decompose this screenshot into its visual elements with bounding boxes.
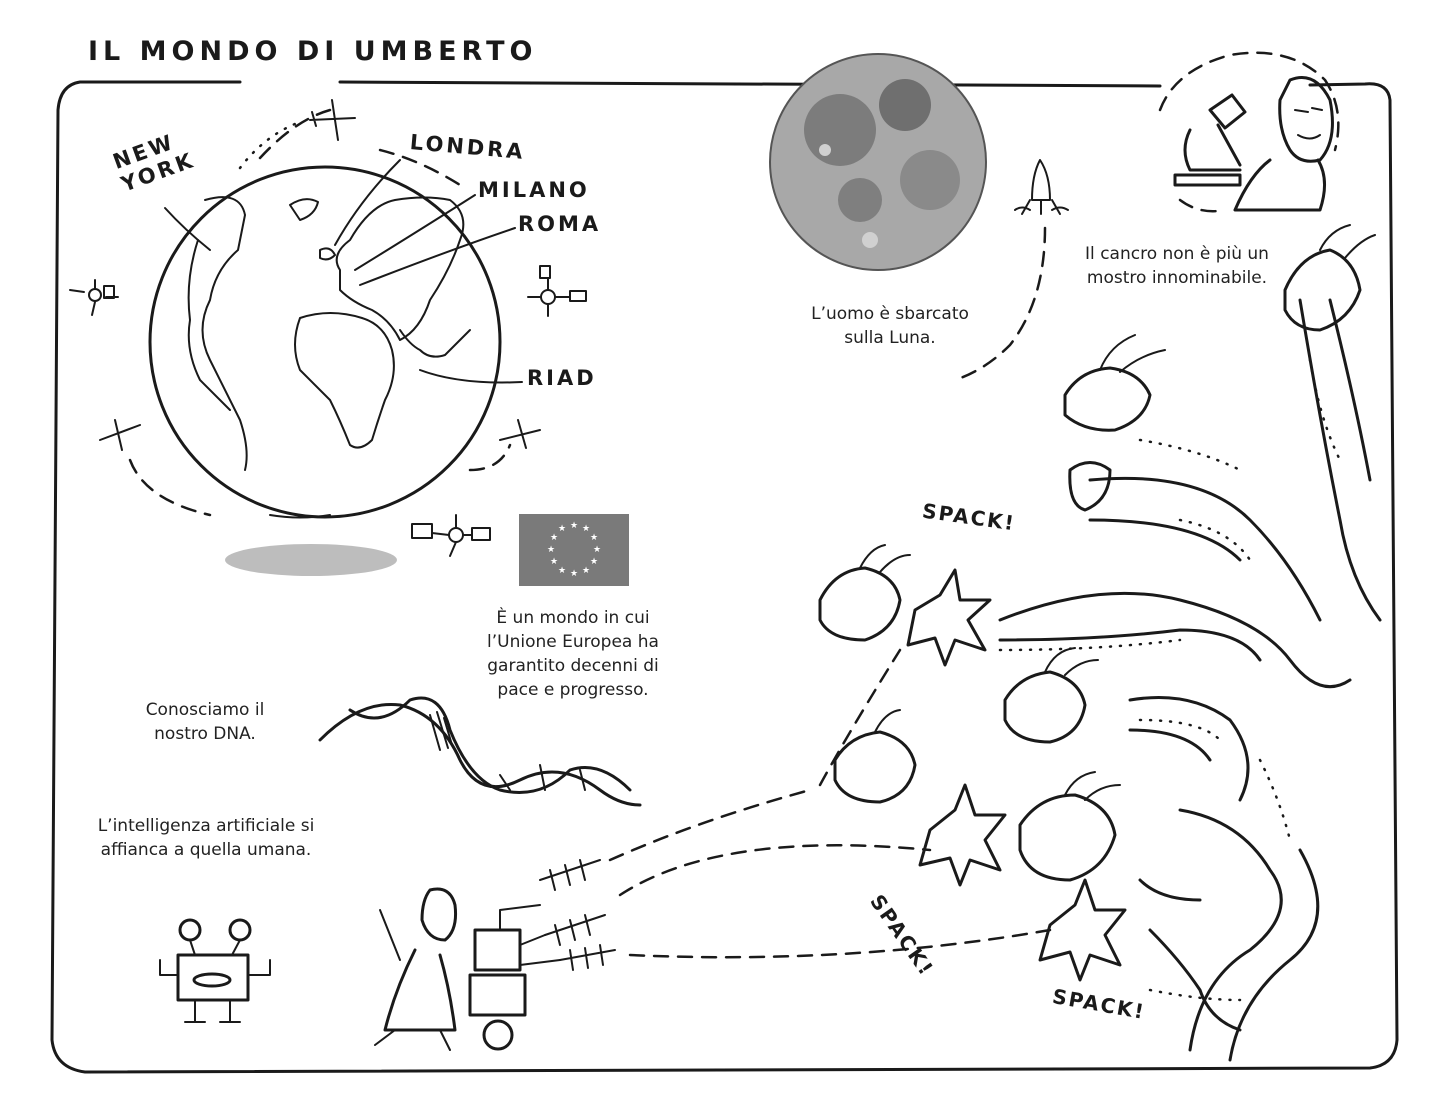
rocket-icon xyxy=(1014,159,1069,215)
orbit-path xyxy=(258,108,462,187)
explosion-icon xyxy=(918,783,1007,887)
moon-icon xyxy=(769,53,987,271)
caption-ai: L’intelligenza artificiale si affianca a… xyxy=(97,816,315,860)
pointer-new-york xyxy=(164,207,211,251)
page-frame xyxy=(50,80,1399,1074)
globe-icon xyxy=(148,165,502,519)
laser-cannon-icon xyxy=(468,859,616,1051)
hydra-dragon-icon xyxy=(818,224,1382,1062)
airplane-icon xyxy=(99,419,141,451)
caption-dna: Conosciamo il nostro DNA. xyxy=(145,700,265,744)
city-label-milano: MILANO xyxy=(478,178,590,202)
satellite-icon xyxy=(69,279,119,316)
caption-eu: È un mondo in cui l’Unione Europea ha ga… xyxy=(487,608,659,700)
pointer-roma xyxy=(359,227,516,286)
laser-beam xyxy=(618,844,932,897)
laser-beam xyxy=(628,928,1052,959)
airplane-icon xyxy=(499,419,541,449)
eu-flag-icon: ★ ★ ★ ★ ★ ★ ★ ★ ★ ★ ★ ★ xyxy=(519,514,629,586)
scientist-woman-icon xyxy=(374,887,457,1051)
explosion-icon xyxy=(1038,878,1127,982)
caption-moon: L’uomo è sbarcato sulla Luna. xyxy=(811,304,969,348)
satellite-icon xyxy=(411,514,491,557)
pointer-riad xyxy=(419,369,523,384)
city-label-riad: RIAD xyxy=(527,366,597,390)
robot-icon xyxy=(159,918,271,1023)
rocket-trajectory xyxy=(953,226,1047,382)
explosion-icon xyxy=(906,568,992,667)
laser-beam xyxy=(818,648,902,787)
airplane-icon xyxy=(309,99,356,141)
microscope-icon xyxy=(1173,93,1247,187)
caption-cancer: Il cancro non è più un mostro innominabi… xyxy=(1085,244,1269,288)
laser-beam xyxy=(608,788,812,862)
globe-shadow xyxy=(225,544,397,576)
pointer-londra xyxy=(334,159,401,246)
scientist-icon xyxy=(1233,76,1334,212)
page-title: IL MONDO DI UMBERTO xyxy=(88,36,538,67)
city-label-roma: ROMA xyxy=(518,212,602,236)
scientist-circle xyxy=(1158,51,1340,213)
satellite-icon xyxy=(527,265,587,317)
pointer-milano xyxy=(354,194,476,271)
dna-icon xyxy=(318,696,642,807)
